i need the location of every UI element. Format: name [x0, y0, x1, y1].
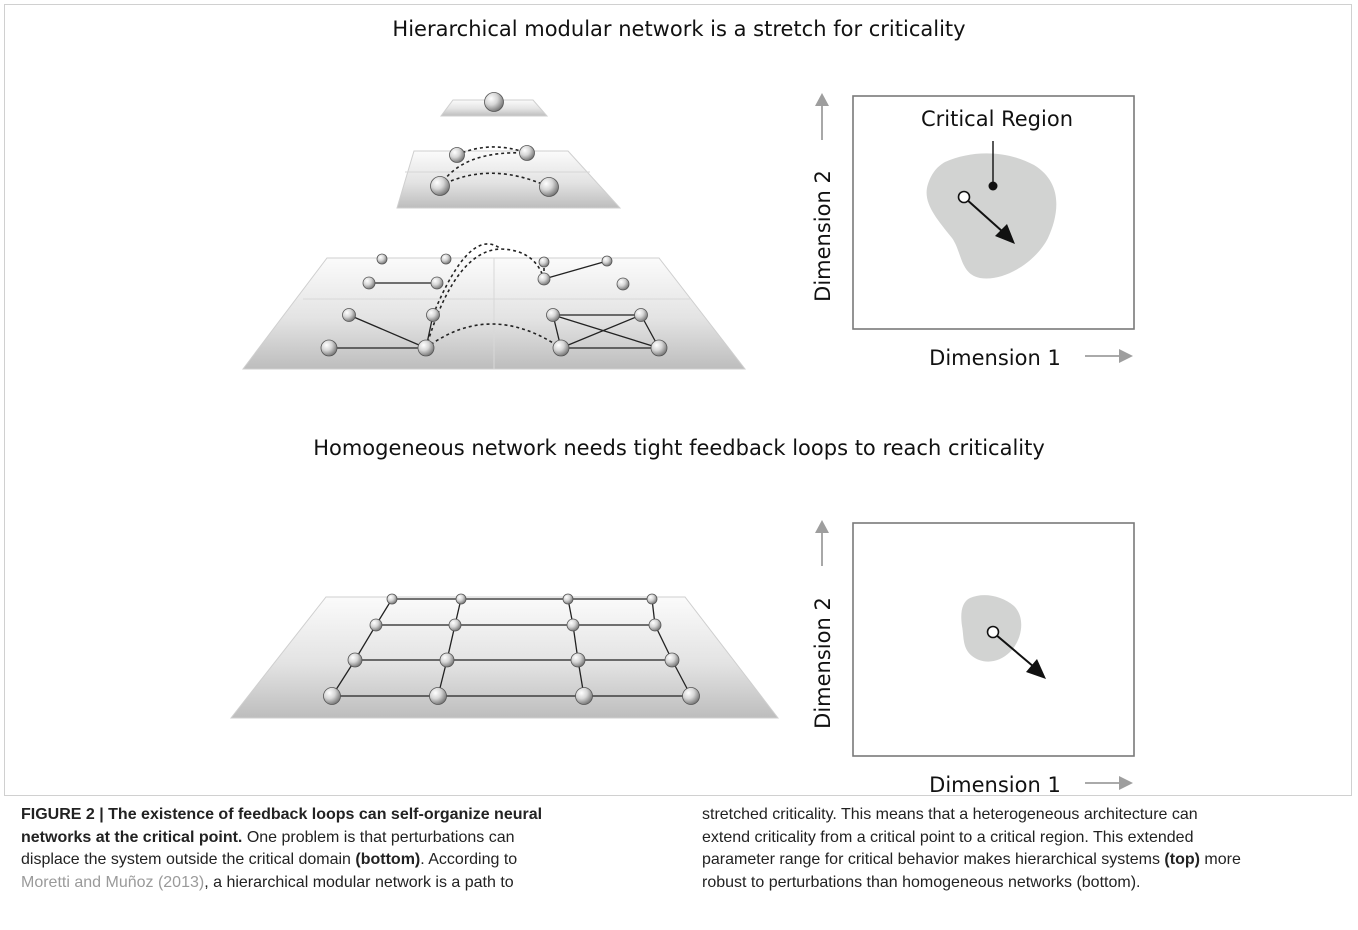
caption-heading-continued: networks at the critical point.: [21, 828, 243, 846]
y-axis-arrow-icon: [815, 93, 829, 106]
critical-point-dot: [988, 181, 998, 191]
plate-level-3: [241, 257, 747, 370]
figure-frame: [4, 4, 1352, 796]
bottom-y-axis-arrow-icon: [815, 520, 829, 533]
caption-line: Moretti and Muñoz (2013), a hierarchical…: [21, 872, 661, 895]
critical-region-blob: [926, 153, 1057, 279]
caption-left-column: FIGURE 2 | The existence of feedback loo…: [21, 804, 661, 894]
x-axis-arrow-icon: [1119, 349, 1133, 363]
caption-line: displace the system outside the critical…: [21, 849, 661, 872]
caption-text: One problem is that perturbations can: [242, 828, 515, 846]
caption-heading: FIGURE 2 | The existence of feedback loo…: [21, 806, 543, 823]
caption-text: . According to: [420, 851, 518, 868]
homogeneous-network-diagram: [229, 593, 780, 719]
caption-line: parameter range for critical behavior ma…: [702, 849, 1342, 872]
system-state-marker: [957, 190, 971, 204]
bottom-perturbation-arrowhead: [1026, 659, 1046, 679]
caption-text: more: [1199, 851, 1241, 868]
citation-link[interactable]: Moretti and Muñoz (2013): [21, 873, 205, 891]
caption-line: networks at the critical point. One prob…: [21, 827, 661, 850]
grid-nodes: [323, 593, 700, 705]
plate-level-2: [396, 150, 622, 209]
hierarchical-network-diagram: [241, 92, 747, 370]
top-x-axis-label: Dimension 1: [929, 346, 1061, 370]
perturbation-arrowhead: [995, 224, 1015, 244]
caption-text: , a hierarchical modular network is a pa…: [204, 873, 514, 891]
critical-region-label: Critical Region: [921, 107, 1073, 131]
bottom-x-axis-arrow-icon: [1119, 776, 1133, 790]
caption-right-column: stretched criticality. This means that a…: [702, 804, 1342, 894]
caption-bold-term: (top): [1164, 851, 1200, 868]
top-y-axis-label: Dimension 2: [811, 170, 835, 302]
bottom-x-axis-label: Dimension 1: [929, 773, 1061, 797]
bottom-system-state-marker: [986, 625, 1000, 639]
figure-caption: FIGURE 2 | The existence of feedback loo…: [0, 798, 1358, 928]
bottom-state-space-panel: Dimension 1 Dimension 2: [811, 520, 1135, 797]
bottom-panel-title: Homogeneous network needs tight feedback…: [313, 436, 1045, 460]
figure-graphics: Critical Region Dimension 1 Dimension 2: [229, 92, 1135, 797]
caption-text: parameter range for critical behavior ma…: [702, 851, 1165, 868]
bottom-y-axis-label: Dimension 2: [811, 597, 835, 729]
caption-text: displace the system outside the critical…: [21, 851, 356, 868]
top-panel-title: Hierarchical modular network is a stretc…: [392, 17, 966, 41]
caption-text: extend criticality from a critical point…: [702, 828, 1194, 846]
top-state-space-panel: Critical Region Dimension 1 Dimension 2: [811, 93, 1135, 370]
caption-text: robust to perturbations than homogeneous…: [702, 873, 1141, 891]
grid-links: [331, 598, 692, 697]
caption-bold-term: (bottom): [355, 851, 421, 868]
caption-text: stretched criticality. This means that a…: [702, 806, 1198, 823]
network-nodes: [320, 92, 668, 357]
